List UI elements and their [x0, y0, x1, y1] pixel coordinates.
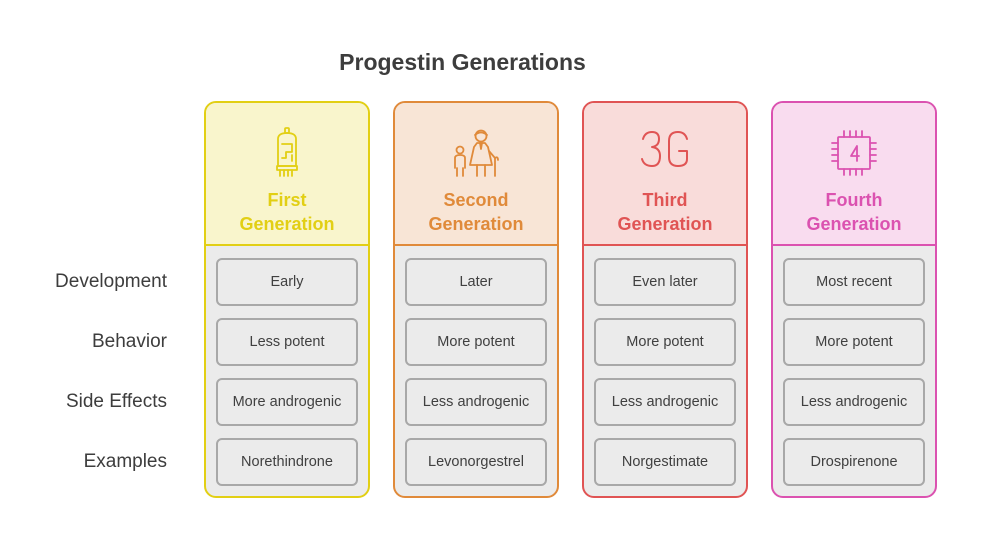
microchip-icon — [826, 125, 882, 181]
cell-behavior: More potent — [405, 318, 547, 366]
cell-development: Most recent — [783, 258, 925, 306]
row-label-side-effects: Side Effects — [65, 391, 167, 412]
diagram-title: Progestin Generations — [339, 49, 586, 75]
column-header: First Generation — [206, 103, 368, 246]
column-title: First Generation — [239, 190, 335, 234]
column-header: Third Generation — [584, 103, 746, 246]
child-and-elder-icon — [448, 125, 504, 181]
column-first-generation: First Generation Early Less potent More … — [204, 101, 370, 498]
cell-side-effects: Less androgenic — [783, 378, 925, 426]
cell-examples: Norethindrone — [216, 438, 358, 486]
cell-behavior: More potent — [594, 318, 736, 366]
row-label-examples: Examples — [83, 451, 167, 472]
column-title: Third Generation — [617, 190, 713, 234]
cell-development: Later — [405, 258, 547, 306]
column-fourth-generation: Fourth Generation Most recent More poten… — [771, 101, 937, 498]
row-label-behavior: Behavior — [92, 331, 167, 352]
cell-side-effects: More androgenic — [216, 378, 358, 426]
3g-icon — [637, 125, 693, 181]
cell-development: Even later — [594, 258, 736, 306]
vacuum-tube-icon — [259, 125, 315, 181]
column-header: Second Generation — [395, 103, 557, 246]
column-second-generation: Second Generation Later More potent Less… — [393, 101, 559, 498]
cell-side-effects: Less androgenic — [405, 378, 547, 426]
cell-examples: Levonorgestrel — [405, 438, 547, 486]
cell-behavior: Less potent — [216, 318, 358, 366]
column-title: Fourth Generation — [806, 190, 902, 234]
cell-side-effects: Less androgenic — [594, 378, 736, 426]
cell-examples: Norgestimate — [594, 438, 736, 486]
column-third-generation: Third Generation Even later More potent … — [582, 101, 748, 498]
column-header: Fourth Generation — [773, 103, 935, 246]
column-title: Second Generation — [428, 190, 524, 234]
cell-development: Early — [216, 258, 358, 306]
cell-examples: Drospirenone — [783, 438, 925, 486]
row-label-development: Development — [55, 271, 167, 292]
cell-behavior: More potent — [783, 318, 925, 366]
